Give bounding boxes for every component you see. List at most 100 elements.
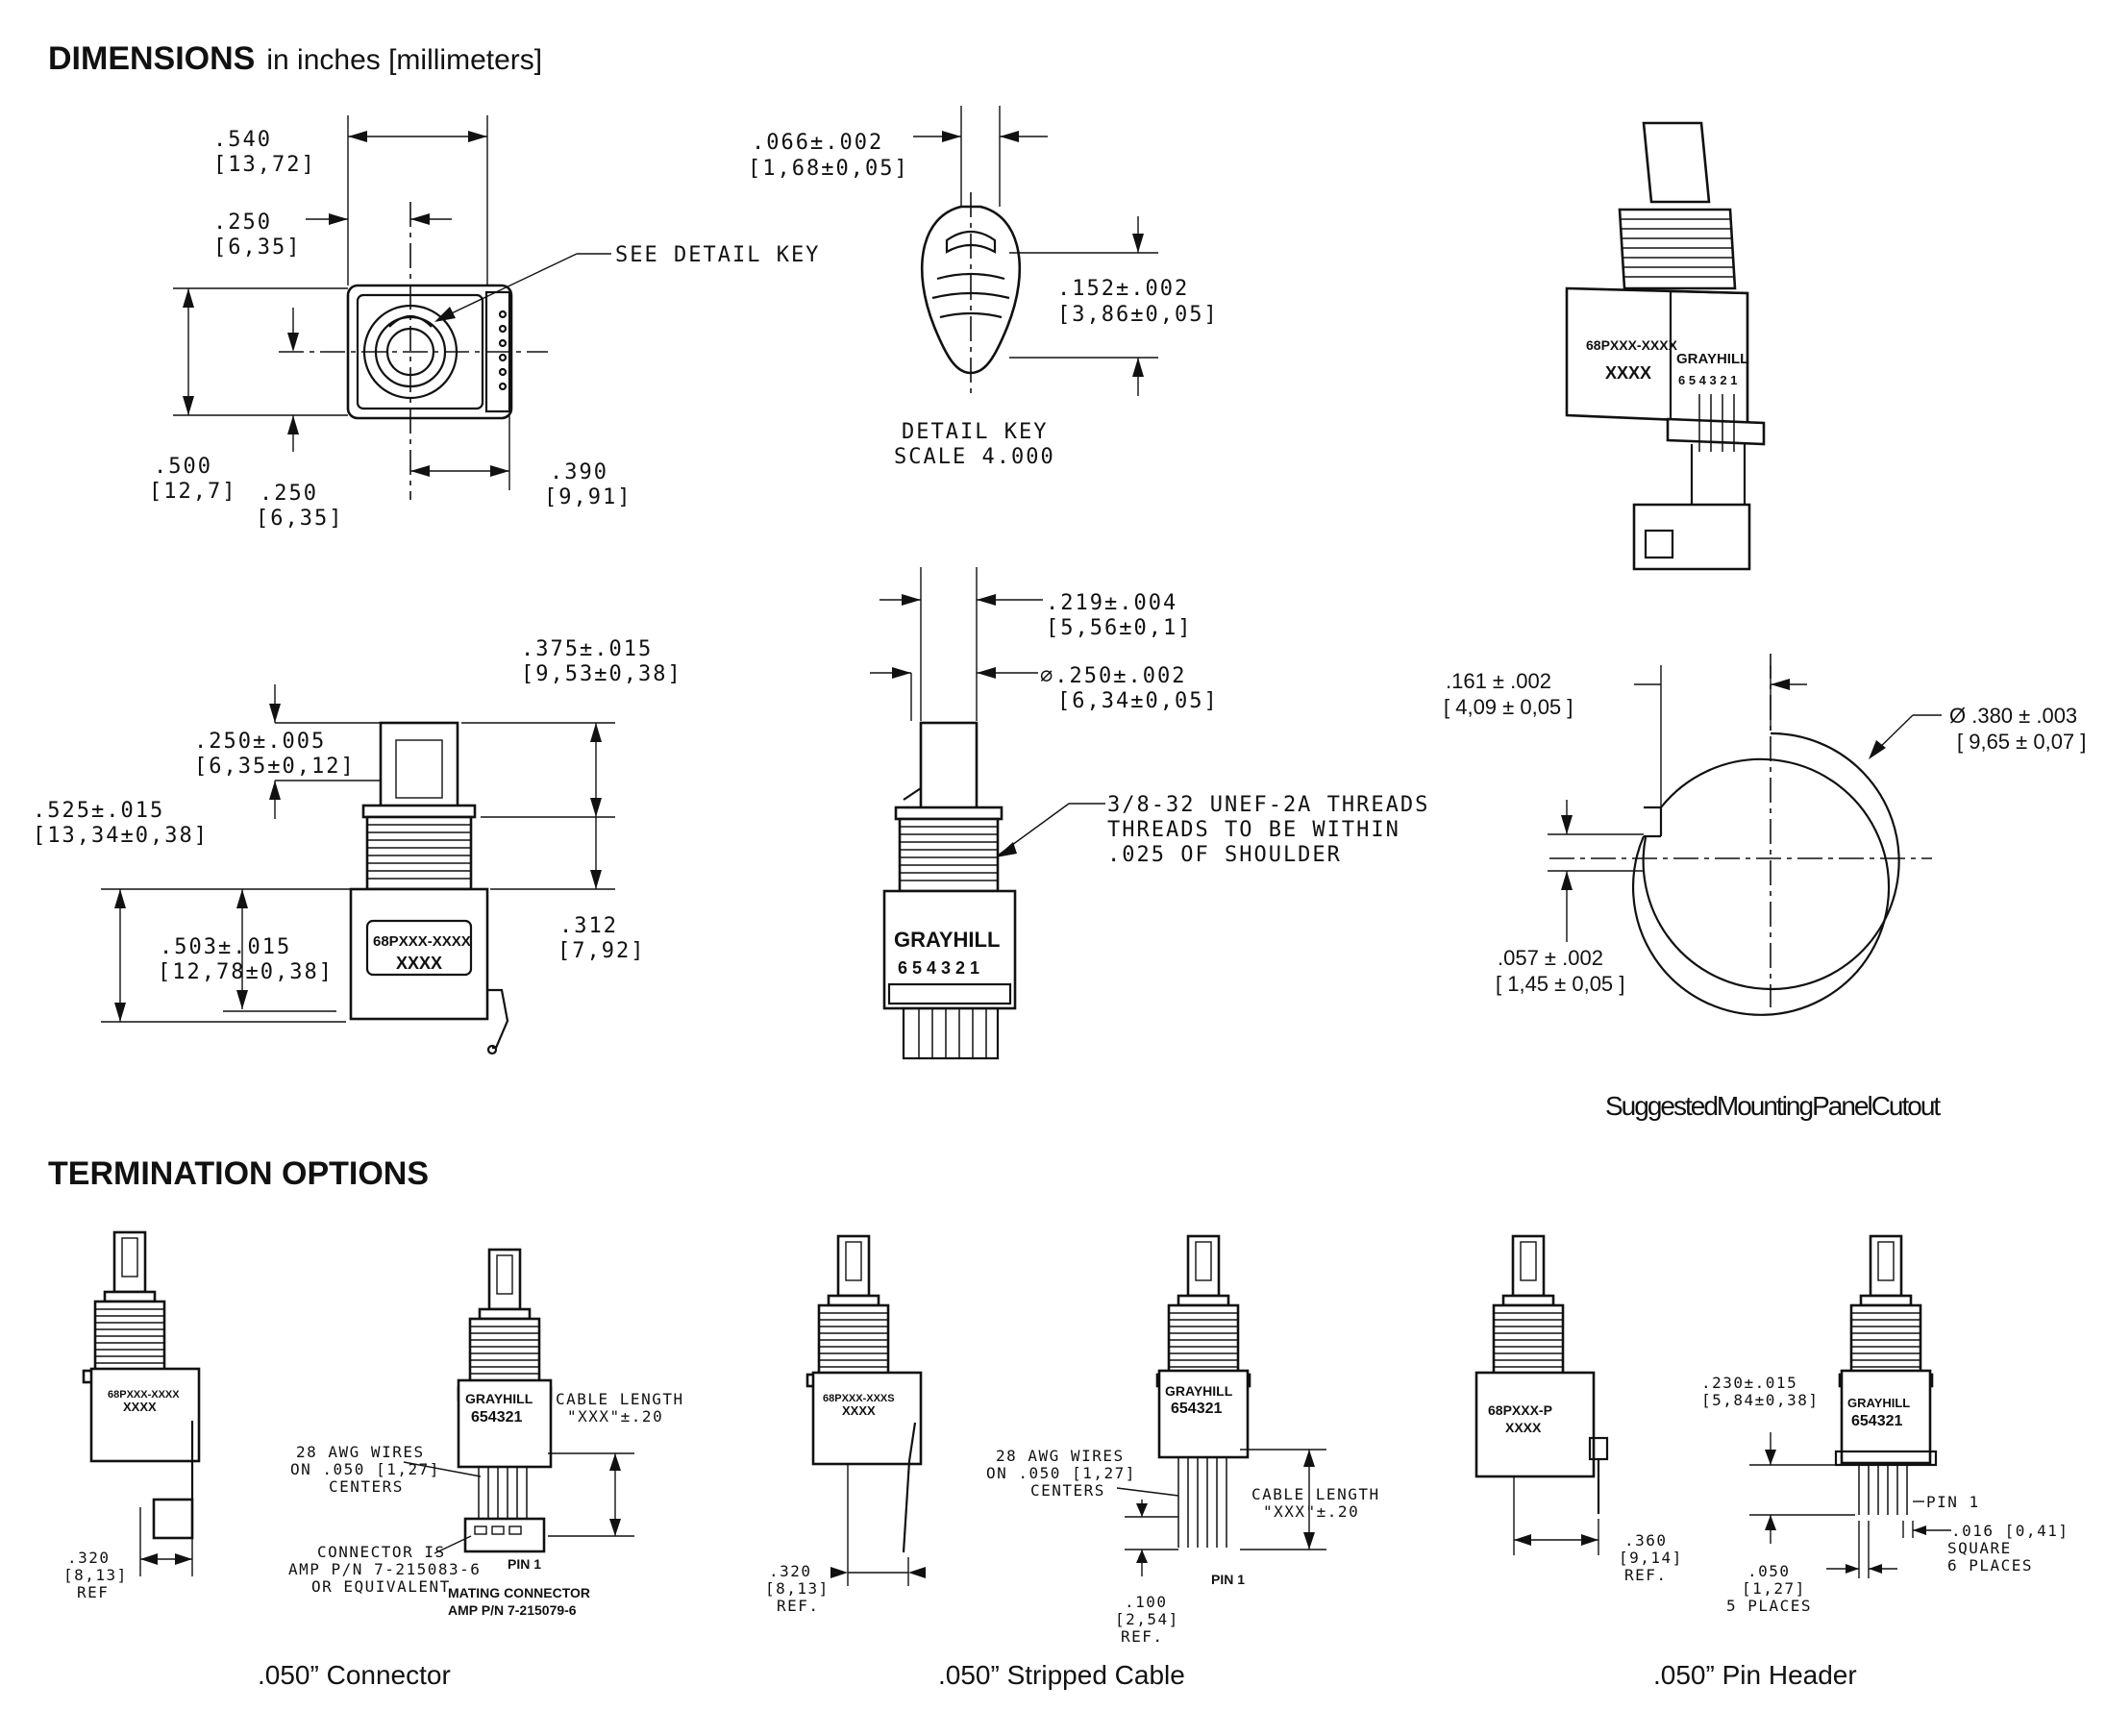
iso-brand: GRAYHILL <box>1676 351 1748 367</box>
iso-connector <box>1632 503 1751 571</box>
stripped-cable-2: "XXX"±.20 <box>1263 1502 1359 1521</box>
side-shaft <box>379 721 459 809</box>
rear-pins: 6 5 4 3 2 1 <box>898 958 979 978</box>
detail-key-view: .066±.002 [1,68±0,05] .152±.002 [3,86±0,… <box>748 106 1217 469</box>
body-height-dim-mm: [12,78±0,38] <box>158 960 334 984</box>
front-housing <box>346 284 513 420</box>
pinheader-pin1: PIN 1 <box>1926 1493 1980 1511</box>
stripped-cable-1: CABLE LENGTH <box>1251 1485 1380 1503</box>
connector-housing-side <box>89 1367 201 1463</box>
side-label-1: 68PXXX-XXXX <box>373 933 471 950</box>
front-view: .540 [13,72] .250 [6,35] SEE DETAIL KEY … <box>149 115 818 531</box>
stripped-caption: .050” Stripped Cable <box>938 1660 1185 1690</box>
connector-wires-3: CENTERS <box>329 1477 404 1496</box>
connector-ref-dim: .320 <box>67 1549 111 1567</box>
cutout-caption: SuggestedMountingPanelCutout <box>1605 1091 1941 1121</box>
connector-part-2: AMP P/N 7-215083-6 <box>288 1560 481 1578</box>
connector-ref-dim-mm: [8,13] <box>63 1566 128 1584</box>
terminal-pins <box>498 310 508 391</box>
thread-length-dim: .312 <box>559 914 618 938</box>
stripped-pins: 654321 <box>1171 1401 1222 1417</box>
connector-pin1: PIN 1 <box>508 1556 541 1572</box>
side-label-2: XXXX <box>396 954 442 973</box>
connector-mating-2: AMP P/N 7-215079-6 <box>448 1602 577 1618</box>
stripped-strip-dim-mm: [2,54] <box>1115 1610 1179 1628</box>
stripped-ref-word: REF. <box>777 1597 820 1615</box>
shaft-length-dim-mm: [9,53±0,38] <box>521 662 682 686</box>
cutout-dia-dim: Ø .380 ± .003 <box>1949 704 2077 728</box>
pinheader-ref-word: REF. <box>1624 1566 1668 1584</box>
stripped-ref-dim: .320 <box>769 1562 812 1580</box>
thread-note-3: .025 OF SHOULDER <box>1107 843 1342 867</box>
cutout-key-dim-mm: [ 1,45 ± 0,05 ] <box>1496 972 1624 996</box>
rear-flat-dim-mm: [5,56±0,1] <box>1046 616 1192 640</box>
cutout-flat-dim-mm: [ 4,09 ± 0,05 ] <box>1444 695 1573 719</box>
stripped-wires-1: 28 AWG WIRES <box>996 1447 1125 1465</box>
pinheader-ref-dim-mm: [9,14] <box>1619 1549 1683 1567</box>
rear-housing <box>882 889 1017 1010</box>
key-offset-dim-mm: [6,35] <box>213 236 301 260</box>
dimensions-heading: DIMENSIONS in inches [millimeters] <box>48 40 542 77</box>
thread-note-2: THREADS TO BE WITHIN <box>1107 818 1400 842</box>
rear-shaft <box>919 721 979 819</box>
stripped-housing-front <box>1157 1369 1250 1459</box>
panel-cutout-view: .161 ± .002 [ 4,09 ± 0,05 ] Ø .380 ± .00… <box>1444 654 2086 1121</box>
overall-height-dim: .525±.015 <box>33 799 164 823</box>
cutout-dia-dim-mm: [ 9,65 ± 0,07 ] <box>1957 730 2086 754</box>
connector-mating-1: MATING CONNECTOR <box>448 1585 590 1600</box>
stripped-brand: GRAYHILL <box>1165 1383 1233 1399</box>
stripped-pin1: PIN 1 <box>1211 1572 1245 1587</box>
iso-label-1: 68PXXX-XXXX <box>1586 337 1678 353</box>
pinheader-pins: 654321 <box>1851 1413 1902 1429</box>
side-view: 68PXXX-XXXX XXXX .375±.015 [9,53±0,38] .… <box>33 637 682 1055</box>
stripped-housing-side <box>811 1371 923 1466</box>
cutout-circle <box>1631 757 1891 1016</box>
termination-heading: TERMINATION OPTIONS <box>48 1155 429 1192</box>
body-height-dim: .503±.015 <box>160 935 291 959</box>
pinheader-caption: .050” Pin Header <box>1653 1660 1857 1690</box>
shaft-flat-dim-mm: [6,35±0,12] <box>194 755 356 779</box>
side-housing <box>349 887 489 1021</box>
connector-part-1: CONNECTOR IS <box>317 1543 446 1561</box>
iso-label-2: XXXX <box>1605 363 1651 383</box>
rear-flat-dim: .219±.004 <box>1046 591 1177 615</box>
stripped-label-2: XXXX <box>842 1403 876 1418</box>
height-dim: .500 <box>154 455 212 479</box>
pinheader-pin-length-dim-mm: [5,84±0,38] <box>1701 1391 1819 1409</box>
rear-bushing <box>898 817 1000 893</box>
connector-brand: GRAYHILL <box>465 1391 533 1406</box>
rear-brand: GRAYHILL <box>894 928 1000 952</box>
connector-part-3: OR EQUIVALENT <box>311 1577 451 1596</box>
pinheader-ref-dim: .360 <box>1624 1531 1668 1550</box>
shaft-flat-dim: .250±.005 <box>194 730 326 754</box>
connector-ref-word: REF <box>77 1583 109 1601</box>
pinheader-square-dim: .016 [0,41] <box>1951 1522 2069 1540</box>
rear-shaft-dia-dim-mm: [6,34±0,05] <box>1057 689 1219 713</box>
key-offset-dim: .250 <box>213 211 272 235</box>
height-dim-mm: [12,7] <box>149 480 236 504</box>
right-dim: .390 <box>550 460 608 484</box>
rear-view: GRAYHILL 6 5 4 3 2 1 .219±.004 [5,56±0,1… <box>870 567 1427 1060</box>
connector-wires-1: 28 AWG WIRES <box>296 1443 425 1461</box>
key-width-dim-mm: [1,68±0,05] <box>748 157 909 181</box>
connector-housing-front <box>457 1378 553 1469</box>
pinheader-label-1: 68PXXX-P <box>1488 1402 1552 1418</box>
shaft-length-dim: .375±.015 <box>521 637 653 661</box>
connector-cable-1: CABLE LENGTH <box>556 1390 684 1408</box>
right-dim-mm: [9,91] <box>544 485 632 509</box>
pinheader-pitch-dim-mm: [1,27] <box>1742 1579 1806 1598</box>
pinheader-label-2: XXXX <box>1505 1420 1542 1435</box>
pinheader-square-word: SQUARE <box>1947 1539 2012 1557</box>
connector-wires-2: ON .050 [1,27] <box>290 1460 440 1478</box>
pinheader-brand: GRAYHILL <box>1847 1396 1910 1410</box>
pinheader-square-places: 6 PLACES <box>1947 1556 2033 1575</box>
connector-label-2: XXXX <box>123 1400 157 1414</box>
mating-connector <box>463 1517 546 1553</box>
bottom-offset-dim: .250 <box>260 482 318 506</box>
iso-pins: 6 5 4 3 2 1 <box>1678 373 1737 387</box>
rear-shaft-dia-dim: ∅.250±.002 <box>1040 664 1186 688</box>
stripped-ref-dim-mm: [8,13] <box>765 1579 830 1598</box>
iso-shaft <box>1642 121 1711 204</box>
width-dim: .540 <box>213 128 272 152</box>
